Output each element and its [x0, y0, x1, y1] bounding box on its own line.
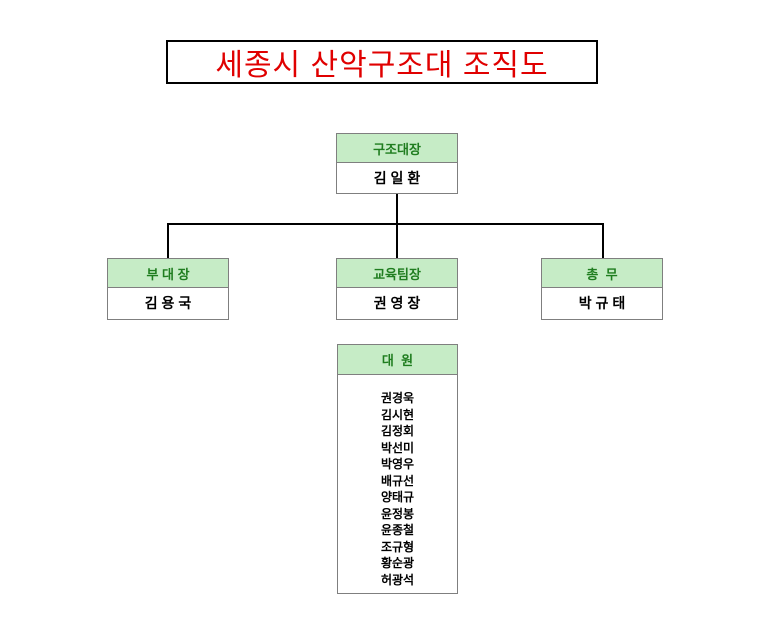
- member-name: 박선미: [380, 440, 415, 455]
- member-name: 윤종철: [380, 523, 415, 537]
- org-box-leader: 구조대장 김 일 환: [336, 133, 458, 194]
- org-box-members-role: 대 원: [338, 345, 457, 375]
- org-box-deputy: 부 대 장 김 용 국: [107, 258, 229, 320]
- member-name: 조규형: [380, 539, 415, 554]
- org-box-admin-name: 박 규 태: [578, 295, 626, 311]
- org-box-deputy-name: 김 용 국: [144, 295, 192, 311]
- member-name: 황순광: [380, 556, 415, 570]
- member-name: 윤정봉: [380, 506, 415, 521]
- org-box-training-lead-name: 권 영 장: [373, 295, 421, 311]
- member-name: 권경욱: [380, 391, 415, 405]
- chart-title-box: 세종시 산악구조대 조직도: [166, 40, 598, 84]
- chart-title: 세종시 산악구조대 조직도: [215, 49, 549, 82]
- org-box-admin-role: 총 무: [542, 259, 662, 288]
- org-box-leader-name: 김 일 환: [373, 170, 421, 186]
- member-name: 김정회: [380, 424, 415, 438]
- connector-drop-middle: [396, 224, 398, 258]
- member-name: 김시현: [380, 407, 415, 422]
- member-name: 양태규: [380, 490, 415, 504]
- connector-drop-right: [602, 224, 604, 258]
- org-box-leader-role: 구조대장: [337, 134, 457, 163]
- org-box-training-lead-role: 교육팀장: [337, 259, 457, 288]
- member-name: 허광석: [380, 572, 415, 587]
- org-box-training-lead: 교육팀장 권 영 장: [336, 258, 458, 320]
- member-name: 박영우: [380, 457, 415, 471]
- org-box-admin: 총 무 박 규 태: [541, 258, 663, 320]
- connector-drop-left: [167, 224, 169, 258]
- org-box-deputy-role: 부 대 장: [108, 259, 228, 288]
- connector-horizontal: [167, 223, 604, 225]
- connector-root-vertical: [396, 194, 398, 224]
- member-name: 배규선: [380, 473, 415, 488]
